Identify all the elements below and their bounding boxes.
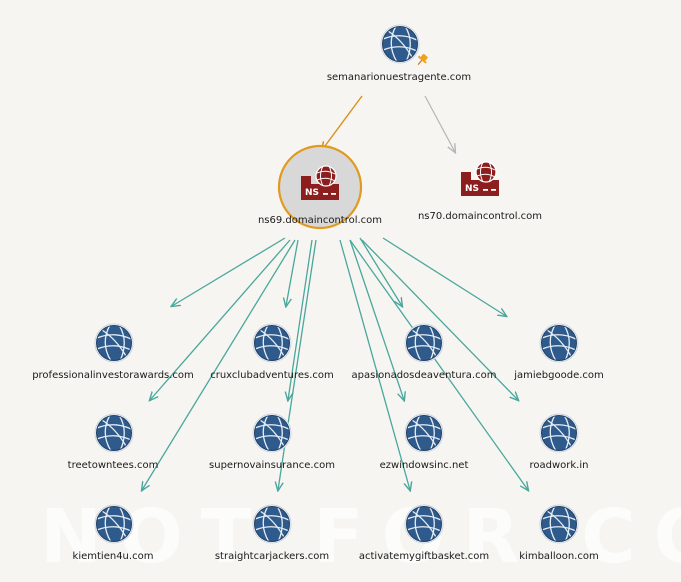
domain-node[interactable]: [94, 323, 134, 363]
edge-ns69-domain: [339, 239, 410, 490]
edge-ns69-domain: [359, 237, 402, 306]
domain-label: ezwindowsinc.net: [380, 460, 469, 471]
domain-label: jamiebgoode.com: [513, 370, 604, 381]
edge-ns69-domain: [349, 239, 528, 490]
edge-ns69-domain: [150, 239, 291, 400]
domain-label: kimballoon.com: [519, 551, 598, 562]
domain-node[interactable]: [94, 504, 134, 544]
domain-node[interactable]: [252, 413, 292, 453]
domain-label: roadwork.in: [530, 460, 589, 471]
edge-ns69-domain: [278, 239, 317, 490]
domain-label: kiemtien4u.com: [73, 551, 154, 562]
edge-root-ns70: [424, 95, 455, 152]
domain-node[interactable]: [252, 323, 292, 363]
domain-node[interactable]: [404, 413, 444, 453]
edge-ns69-domain: [288, 239, 313, 400]
edge-root-ns69: [322, 95, 363, 150]
domain-label: cruxclubadventures.com: [210, 370, 334, 381]
domain-label: activatemygiftbasket.com: [359, 551, 489, 562]
edge-ns69-domain: [172, 237, 286, 306]
root-domain-label: semanarionuestragente.com: [327, 72, 471, 83]
domain-node[interactable]: [539, 413, 579, 453]
nameserver-label: ns69.domaincontrol.com: [258, 215, 382, 226]
nameserver-node[interactable]: NS: [301, 165, 339, 200]
root-domain-node[interactable]: [380, 24, 420, 64]
watermark: NOT FOR COMMERCIAL USE: [40, 494, 681, 580]
edge-ns69-domain: [286, 239, 299, 306]
nameserver-badge: NS: [305, 188, 319, 198]
edge-ns69-domain: [382, 237, 506, 316]
domain-label: professionalinvestorawards.com: [32, 370, 194, 381]
edge-ns69-domain: [142, 239, 296, 490]
edges-layer: [142, 95, 528, 490]
edge-ns69-domain: [361, 239, 518, 400]
domain-label: straightcarjackers.com: [215, 551, 329, 562]
domain-label: apasionadosdeaventura.com: [352, 370, 497, 381]
domain-node[interactable]: [539, 504, 579, 544]
domain-node[interactable]: [94, 413, 134, 453]
domain-node[interactable]: [539, 323, 579, 363]
domain-node[interactable]: [404, 323, 444, 363]
domain-label: treetowntees.com: [68, 460, 159, 471]
domain-node[interactable]: [404, 504, 444, 544]
pin-icon: [417, 53, 428, 65]
domain-label: supernovainsurance.com: [209, 460, 335, 471]
edge-ns69-domain: [349, 239, 404, 400]
nameserver-badge: NS: [465, 184, 479, 194]
nameserver-node[interactable]: NS: [461, 161, 499, 196]
domain-node[interactable]: [252, 504, 292, 544]
nameserver-label: ns70.domaincontrol.com: [418, 211, 542, 222]
